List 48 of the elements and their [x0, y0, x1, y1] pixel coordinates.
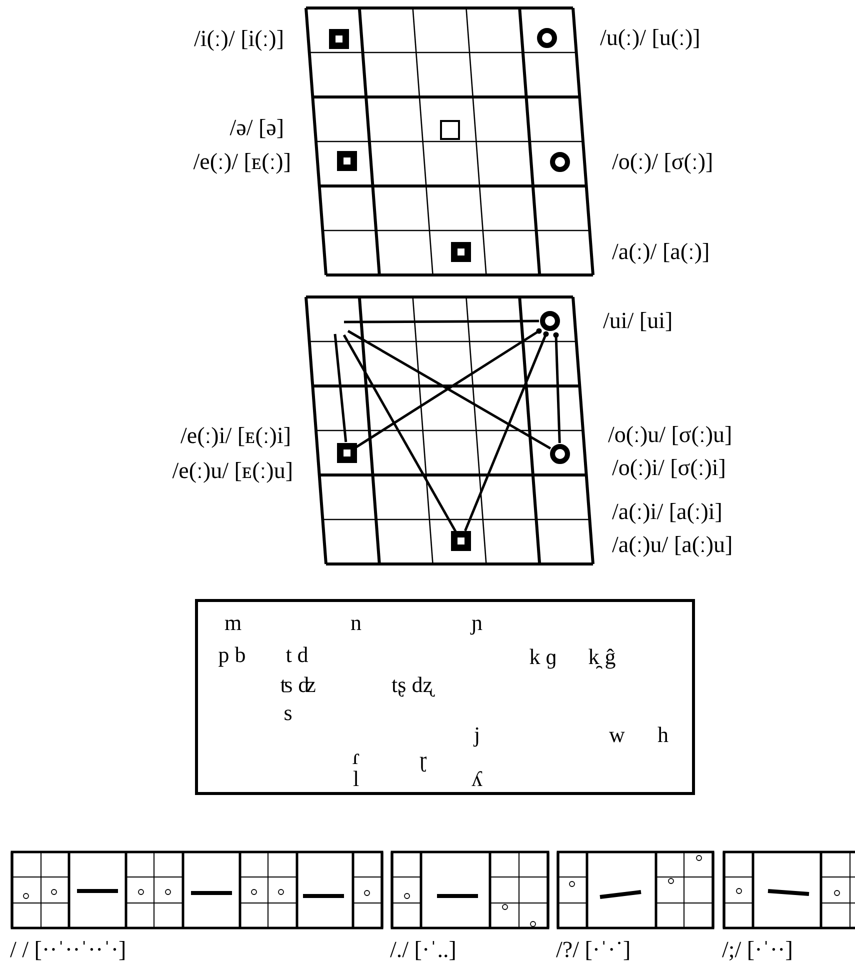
consonant-symbol: w [609, 722, 625, 748]
consonant-symbol: ʎ [472, 766, 482, 792]
trajectory-line [553, 332, 561, 444]
intonation-transcription: /./ [·ˈ..] [390, 936, 456, 964]
consonant-symbol: n [350, 610, 362, 636]
consonant-symbol: s [284, 700, 292, 726]
vowel-transcription: /a(ː)/ [a(ː)] [612, 238, 710, 266]
vowel-transcription: /e(ː)i/ [ᴇ(ː)i] [180, 422, 291, 450]
consonant-symbol: k̯ ĝ [588, 644, 616, 670]
consonant-symbol: j [474, 722, 480, 748]
vowel-transcription: /u(ː)/ [u(ː)] [600, 24, 700, 52]
vowel-transcription: /e(ː)/ [ᴇ(ː)] [193, 148, 291, 176]
vowel-transcription: /a(ː)i/ [a(ː)i] [612, 498, 722, 526]
vowel-transcription: /ə/ [ə] [230, 114, 284, 142]
consonant-symbol: t d [286, 642, 308, 668]
vowel-transcription: /o(ː)/ [σ(ː)] [612, 148, 714, 176]
trajectory-line [334, 334, 348, 442]
filled-square-marker [329, 29, 349, 49]
consonant-symbol: ɲ [472, 610, 482, 636]
consonant-symbol: p b [218, 642, 246, 668]
ring-marker [550, 444, 570, 464]
intonation-transcription: /;/ [·ˈ··] [722, 936, 793, 964]
vowel-transcription: /e(ː)u/ [ᴇ(ː)u] [172, 457, 293, 485]
vowel-transcription: /i(ː)/ [i(ː)] [194, 25, 284, 53]
ring-marker [550, 152, 570, 172]
trajectory-line [342, 334, 457, 532]
filled-square-marker [337, 151, 357, 171]
intonation-transcription: /?/ [·ˈ·˙] [556, 936, 631, 964]
vowel-transcription: /ui/ [ui] [603, 307, 673, 335]
trajectory-line [464, 331, 549, 532]
consonant-symbol: tʂ dʐ [392, 672, 432, 698]
filled-square-marker [337, 443, 357, 463]
consonant-symbol: ɽ [419, 747, 427, 773]
vowel-transcription: /o(ː)i/ [σ(ː)i] [612, 454, 726, 482]
vowel-transcription: /o(ː)u/ [σ(ː)u] [608, 421, 732, 449]
ring-marker [537, 28, 557, 48]
vowel-transcription: /a(ː)u/ [a(ː)u] [612, 531, 733, 559]
consonant-symbol: m [224, 610, 242, 636]
consonant-symbol: h [658, 722, 668, 748]
consonant-symbol: k ɡ [529, 644, 557, 670]
consonant-symbol: ʦ ʣ [280, 672, 316, 698]
filled-square-marker [451, 242, 471, 262]
trajectory-line [344, 320, 539, 324]
open-square-marker [440, 120, 460, 140]
consonant-chart-box [195, 599, 695, 795]
filled-square-marker [451, 531, 471, 551]
intonation-transcription: / / [··ˈ··ˈ··ˈ·] [10, 936, 126, 964]
ring-marker [540, 311, 560, 331]
